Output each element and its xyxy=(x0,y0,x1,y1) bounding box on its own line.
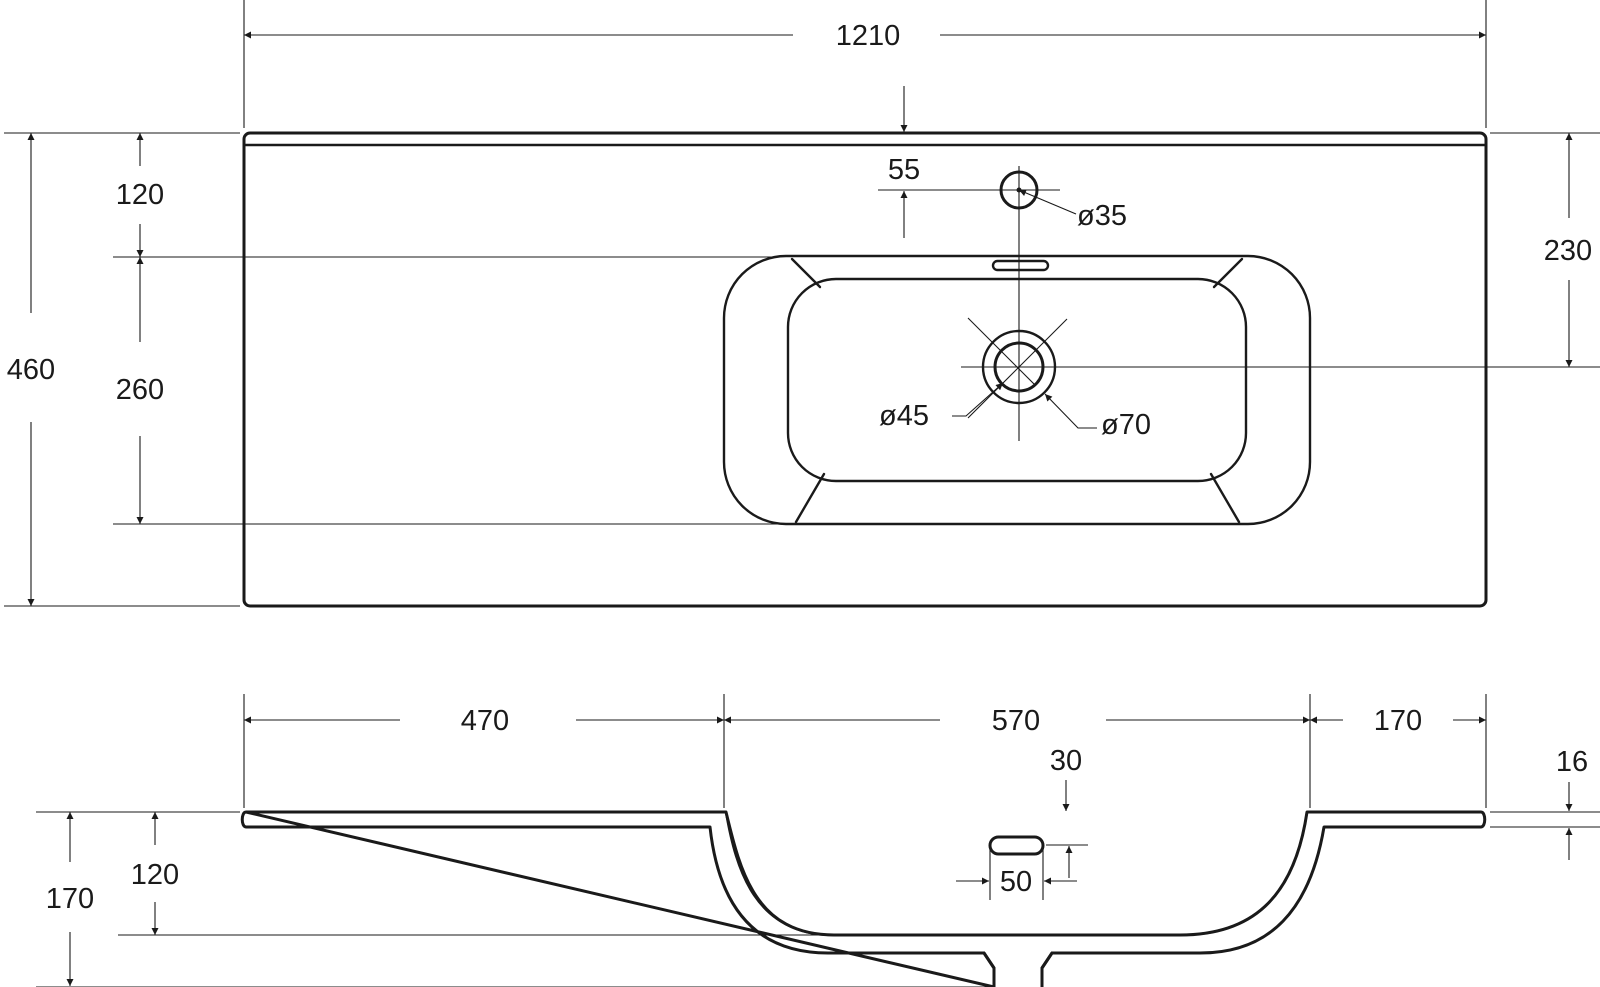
front-view-profile xyxy=(240,810,1487,987)
leader-line xyxy=(1044,393,1097,429)
overflow-slot-front xyxy=(988,835,1045,856)
leader-line xyxy=(952,382,1004,417)
dim-overflow-offset: 30 xyxy=(1050,745,1082,777)
leader-line xyxy=(1018,189,1077,215)
dim-drain-outer-diameter: ø70 xyxy=(1101,409,1151,441)
bowl-outer-outline xyxy=(722,254,1312,526)
drain-diagonal-line xyxy=(967,317,1036,386)
dim-drain-inner-diameter: ø45 xyxy=(879,400,929,432)
bowl-inner-profile xyxy=(724,810,1309,937)
dim-left-deck: 470 xyxy=(461,705,509,737)
dim-total-height: 170 xyxy=(46,883,94,915)
bowl-inner-outline xyxy=(786,277,1248,483)
dim-drain-offset: 230 xyxy=(1544,235,1592,267)
bowl-corner-line xyxy=(1209,472,1241,524)
dim-overall-depth: 460 xyxy=(7,354,55,386)
drain-pipe xyxy=(982,951,1054,987)
top-view: 1210 460 120 260 55 ø35 ø45 ø70 xyxy=(4,0,1600,608)
dim-slab-thickness: 16 xyxy=(1556,746,1588,778)
dim-right-deck: 170 xyxy=(1374,705,1422,737)
bowl-corner-line xyxy=(790,257,822,289)
dim-bowl-depth: 260 xyxy=(116,374,164,406)
dim-overflow-width: 50 xyxy=(1000,866,1032,898)
dim-tap-hole-diameter: ø35 xyxy=(1077,200,1127,232)
dim-front-to-bowl: 120 xyxy=(116,179,164,211)
top-view-slab xyxy=(242,131,1488,608)
front-view: 470 570 170 30 16 50 120 170 xyxy=(36,694,1600,987)
dim-bowl-height: 120 xyxy=(131,859,179,891)
overflow-slot-top xyxy=(991,259,1050,272)
drain-diagonal-line xyxy=(967,318,1068,419)
bowl-corner-line xyxy=(1212,257,1244,289)
dim-tap-hole-offset: 55 xyxy=(888,154,920,186)
dim-bowl-width: 570 xyxy=(992,705,1040,737)
bowl-corner-line xyxy=(794,472,826,524)
dim-overall-width: 1210 xyxy=(836,20,901,52)
